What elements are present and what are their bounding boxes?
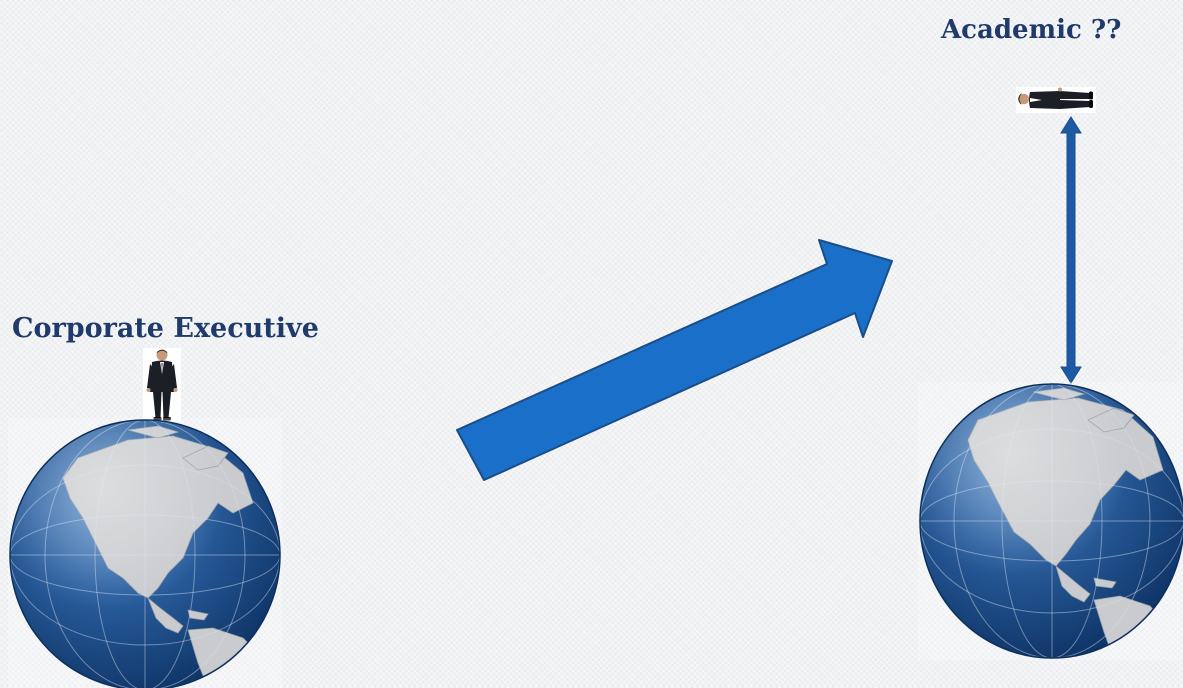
academic-label: Academic ?? bbox=[941, 15, 1122, 45]
corporate-executive-label: Corporate Executive bbox=[12, 313, 319, 344]
double-arrow-connector-icon bbox=[1059, 115, 1083, 385]
transition-arrow-icon bbox=[455, 234, 895, 484]
person-in-suit-icon bbox=[1016, 87, 1096, 113]
person-in-suit-icon bbox=[143, 348, 181, 422]
globe-icon bbox=[918, 382, 1183, 660]
globe-icon bbox=[8, 418, 282, 688]
